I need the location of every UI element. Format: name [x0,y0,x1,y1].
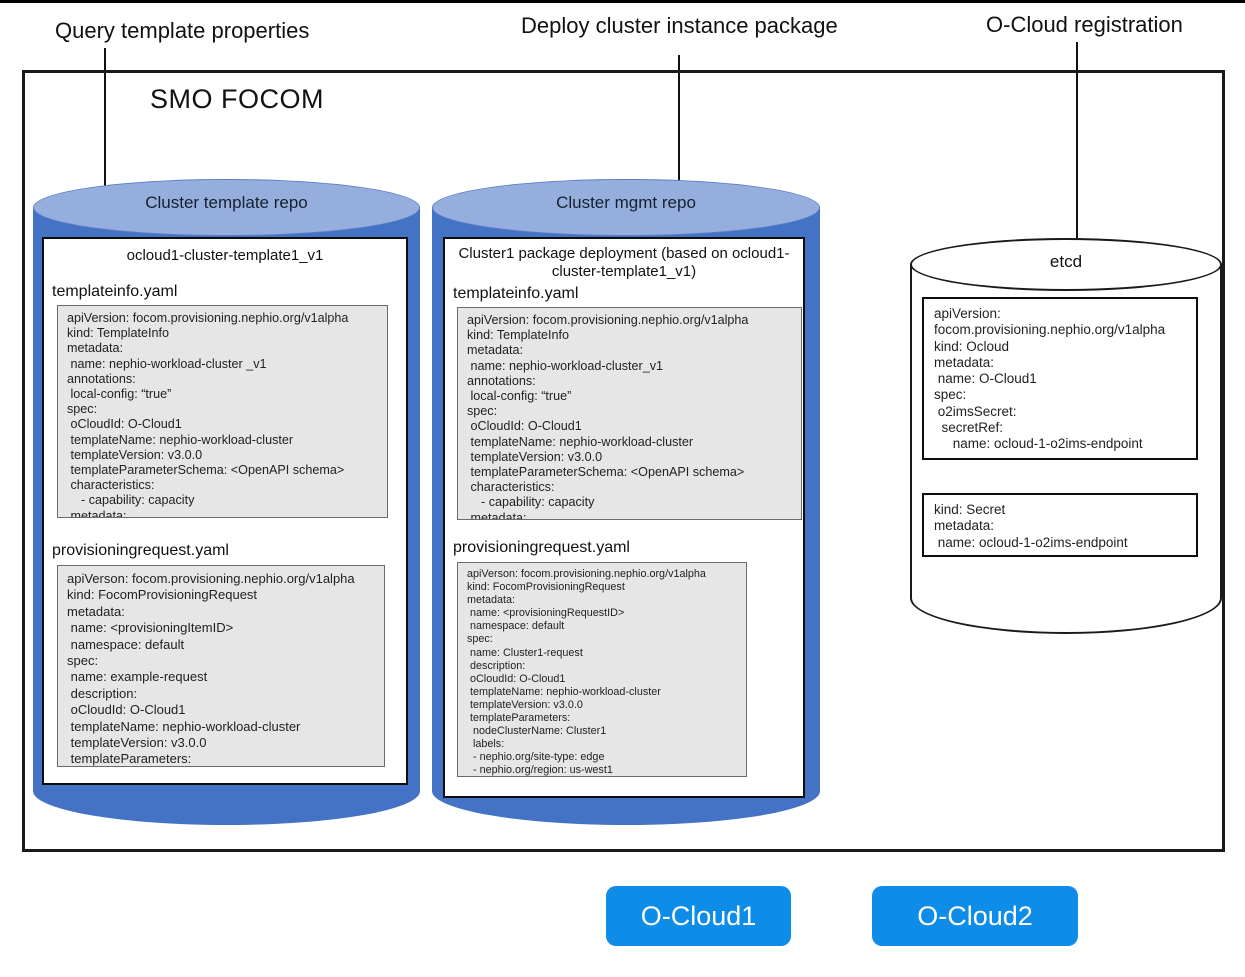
templateinfo-yaml-box: apiVersion: focom.provisioning.nephio.or… [457,307,802,520]
top-border-line [0,0,1245,3]
provisioningrequest-yaml-box: apiVerson: focom.provisioning.nephio.org… [57,565,385,767]
provisioningrequest-yaml-content: apiVerson: focom.provisioning.nephio.org… [467,568,706,777]
etcd-secret-record-content: kind: Secret metadata: name: ocloud-1-o2… [934,502,1128,550]
ocloud1-template-package-box: ocloud1-cluster-template1_v1 templateinf… [42,237,408,785]
label-deploy-cluster-instance-package: Deploy cluster instance package [521,13,838,38]
ocloud2-box: O-Cloud2 [872,886,1078,946]
smo-focom-box [22,70,1225,852]
templateinfo-file-label: templateinfo.yaml [52,283,178,300]
templateinfo-file-label: templateinfo.yaml [453,285,579,302]
etcd-label: etcd [1049,252,1083,271]
label-query-template-properties: Query template properties [55,18,310,43]
ocloud1-box: O-Cloud1 [606,886,791,946]
etcd-secret-record-box: kind: Secret metadata: name: ocloud-1-o2… [922,493,1198,557]
provisioningrequest-yaml-content: apiVerson: focom.provisioning.nephio.org… [67,571,355,767]
cluster1-package-deployment-box: Cluster1 package deployment (based on oc… [443,237,805,798]
templateinfo-yaml-box: apiVersion: focom.provisioning.nephio.or… [57,305,388,518]
templateinfo-yaml-content: apiVersion: focom.provisioning.nephio.or… [467,313,749,520]
ocloud1-template-package-title: ocloud1-cluster-template1_v1 [126,247,324,264]
cluster-mgmt-repo-top [432,179,820,236]
cluster1-package-deployment-title: Cluster1 package deployment (based on oc… [458,245,790,280]
cluster-mgmt-repo-cylinder: Cluster mgmt repo Cluster1 package deplo… [432,179,820,825]
cluster-template-repo-label: Cluster template repo [145,193,308,212]
etcd-cylinder: etcd apiVersion: focom.provisioning.neph… [910,238,1222,634]
templateinfo-yaml-content: apiVersion: focom.provisioning.nephio.or… [67,311,349,518]
etcd-ocloud-record-content: apiVersion: focom.provisioning.nephio.or… [934,306,1166,452]
etcd-top [910,238,1222,291]
cluster-mgmt-repo-label: Cluster mgmt repo [556,193,696,212]
provisioningrequest-file-label: provisioningrequest.yaml [453,539,630,556]
label-ocloud-registration: O-Cloud registration [986,12,1183,37]
cluster-template-repo-top [33,179,420,236]
smo-focom-title: SMO FOCOM [150,84,324,114]
etcd-ocloud-record-box: apiVersion: focom.provisioning.nephio.or… [922,297,1198,460]
provisioningrequest-file-label: provisioningrequest.yaml [52,542,229,559]
cluster-template-repo-cylinder: Cluster template repo ocloud1-cluster-te… [33,179,420,825]
provisioningrequest-yaml-box: apiVerson: focom.provisioning.nephio.org… [457,562,747,777]
